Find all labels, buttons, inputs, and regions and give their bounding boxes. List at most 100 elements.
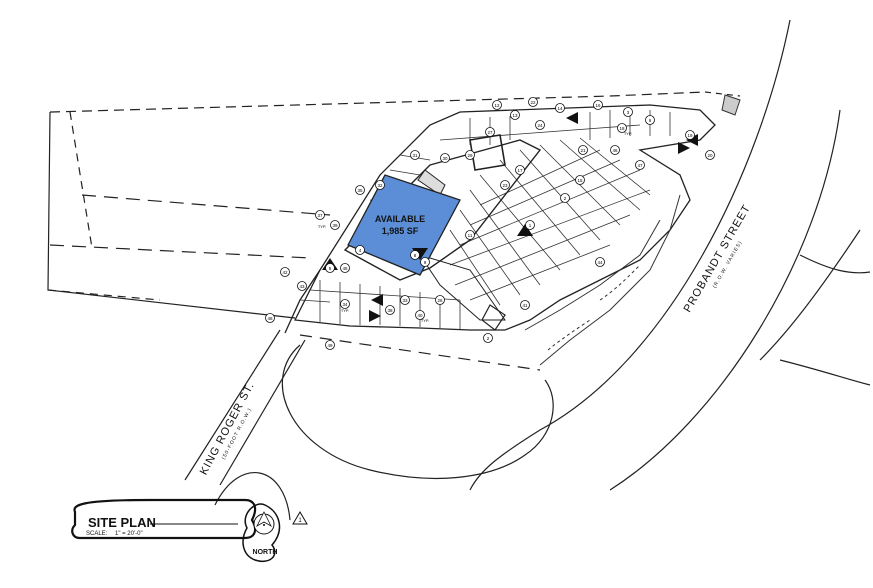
keynote-number: 23 — [502, 183, 508, 188]
keynote-bubble: 33 — [400, 295, 410, 305]
keynote-number: 2 — [564, 196, 567, 201]
keynote-number: 44 — [597, 260, 603, 265]
keynote-bubble: 24 — [535, 120, 545, 130]
keynote-number: 41 — [522, 303, 528, 308]
keynote-bubble: 29 — [465, 150, 475, 160]
keynote-number: 15 — [577, 178, 583, 183]
keynote-bubble: 37 — [315, 210, 325, 220]
king-roger-street-name: KING ROGER ST. — [198, 380, 257, 477]
keynote-bubble: 17 — [515, 165, 525, 175]
title-block-title: SITE PLAN — [88, 515, 156, 530]
keynote-number: 40 — [417, 313, 423, 318]
keynote-bubble: 31 — [410, 150, 420, 160]
keynote-number: 31 — [412, 153, 418, 158]
keynote-bubble: 47 — [635, 160, 645, 170]
keynote-number: 49 — [327, 343, 333, 348]
keynote-number: 46 — [612, 148, 618, 153]
keynote-bubble: 48 — [265, 313, 275, 323]
keynote-number: 2 — [487, 336, 490, 341]
keynote-number: 5 — [329, 266, 332, 271]
keynote-number: 17 — [517, 168, 523, 173]
keynote-bubble: 22 — [528, 97, 538, 107]
keynote-number: 12 — [494, 103, 500, 108]
keynote-bubble: 20 — [705, 150, 715, 160]
north-arrow: NORTH — [242, 503, 281, 562]
keynote-bubble: 12 — [492, 100, 502, 110]
revision-mark: 1 — [298, 518, 302, 524]
keynote-number: 38 — [387, 308, 393, 313]
keynote-number: 14 — [557, 106, 563, 111]
title-block: SITE PLAN SCALE: 1" = 20'-0" — [71, 498, 257, 540]
suite-label: AVAILABLE — [375, 214, 425, 224]
keynote-bubble: 15 — [575, 175, 585, 185]
keynote-number: 45 — [342, 266, 348, 271]
keynote-number: 30 — [442, 156, 448, 161]
keynote-bubble: 27 — [485, 127, 495, 137]
keynote-number: 35 — [357, 188, 363, 193]
typ-note: TYP. — [421, 318, 429, 323]
keynote-bubble: 40 — [415, 310, 425, 320]
keynote-bubble: 4 — [355, 245, 365, 255]
keynote-bubble: 19 — [685, 130, 695, 140]
typ-note: TYP. — [624, 131, 632, 136]
keynote-bubble: 39 — [330, 220, 340, 230]
keynote-bubble: 21 — [578, 145, 588, 155]
keynote-number: 26 — [437, 298, 443, 303]
keynote-bubble: 46 — [610, 145, 620, 155]
keynote-number: 27 — [487, 130, 493, 135]
keynote-bubble: 30 — [440, 153, 450, 163]
keynote-bubble: 8 — [410, 250, 420, 260]
keynote-number: 47 — [637, 163, 643, 168]
keynote-bubble: 32 — [375, 180, 385, 190]
keynote-number: 42 — [282, 270, 288, 275]
typ-note: TYP. — [318, 224, 326, 229]
keynote-number: 29 — [467, 153, 473, 158]
keynote-number: 39 — [332, 223, 338, 228]
scale-label: SCALE: — [86, 531, 108, 537]
roads — [184, 19, 871, 521]
keynote-bubble: 44 — [595, 257, 605, 267]
landscape-strip — [524, 94, 741, 366]
keynote-bubble: 23 — [500, 180, 510, 190]
keynote-number: 3 — [627, 110, 630, 115]
typ-note: TYP. — [341, 308, 349, 313]
keynote-bubble: 6 — [645, 115, 655, 125]
keynote-number: 24 — [537, 123, 543, 128]
keynote-bubbles: 4849122213141636181920212427293031323537… — [265, 97, 715, 350]
keynote-bubble: 49 — [325, 340, 335, 350]
keynote-bubble: 5 — [325, 263, 335, 273]
keynote-number: 22 — [530, 100, 536, 105]
suite-area: 1,985 SF — [382, 226, 419, 236]
keynote-number: 11 — [468, 233, 473, 238]
keynote-number: 19 — [687, 133, 693, 138]
keynote-number: 37 — [317, 213, 323, 218]
keynote-number: 48 — [267, 316, 273, 321]
available-suite[interactable]: AVAILABLE 1,985 SF — [347, 174, 461, 276]
keynote-bubble: 9 — [420, 257, 430, 267]
keynote-number: 16 — [595, 103, 601, 108]
keynote-bubble: 38 — [385, 305, 395, 315]
keynote-number: 43 — [299, 284, 305, 289]
keynote-number: 1 — [529, 223, 532, 228]
keynote-bubble: 45 — [340, 263, 350, 273]
keynote-bubble: 41 — [520, 300, 530, 310]
keynote-number: 32 — [377, 183, 383, 188]
keynote-number: 20 — [707, 153, 713, 158]
keynote-number: 34 — [342, 302, 348, 307]
keynote-bubble: 26 — [435, 295, 445, 305]
keynote-number: 4 — [359, 248, 362, 253]
keynote-number: 13 — [512, 113, 518, 118]
building-footprint — [343, 134, 542, 331]
keynote-bubble: 3 — [623, 107, 633, 117]
keynote-number: 18 — [619, 126, 625, 131]
keynote-bubble: 2 — [560, 193, 570, 203]
keynote-bubble: 14 — [555, 103, 565, 113]
north-label: NORTH — [253, 549, 278, 556]
keynote-bubble: 1 — [525, 220, 535, 230]
keynote-bubble: 18 — [617, 123, 627, 133]
probandt-street-name: PROBANDT STREET — [682, 203, 754, 315]
revision-triangle: 1 — [292, 511, 308, 525]
keynote-bubble: 34 — [340, 299, 350, 309]
keynote-bubble: 16 — [593, 100, 603, 110]
